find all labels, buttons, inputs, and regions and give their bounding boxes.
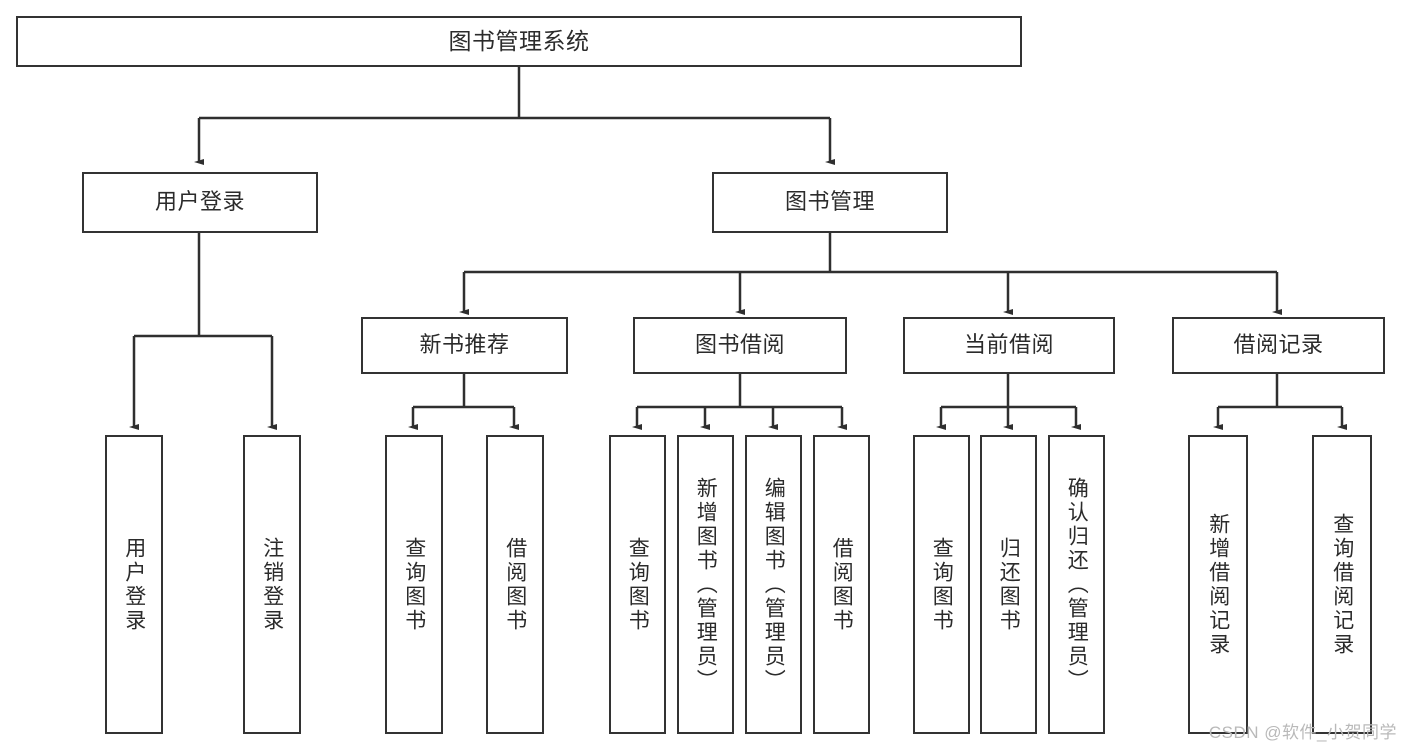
node-label: 用户登录 bbox=[122, 536, 146, 633]
node-label: 查询图书 bbox=[402, 536, 426, 633]
node-user-login[interactable]: 用户登录 bbox=[82, 172, 318, 233]
node-label: 确认归还（管理员） bbox=[1065, 476, 1089, 693]
node-label: 查询图书 bbox=[626, 536, 650, 633]
watermark: CSDN @软件_小贺同学 bbox=[1208, 723, 1397, 742]
node-label: 图书借阅 bbox=[694, 332, 785, 358]
leaf-return-book[interactable]: 归还图书 bbox=[980, 435, 1037, 734]
node-label: 查询借阅记录 bbox=[1330, 512, 1354, 657]
node-label: 编辑图书（管理员） bbox=[762, 476, 786, 693]
leaf-add-borrow-record[interactable]: 新增借阅记录 bbox=[1188, 435, 1248, 734]
node-label: 注销登录 bbox=[260, 536, 284, 633]
node-label: 当前借阅 bbox=[963, 332, 1054, 358]
leaf-query-borrow-record[interactable]: 查询借阅记录 bbox=[1312, 435, 1372, 734]
node-book-management[interactable]: 图书管理 bbox=[712, 172, 948, 233]
leaf-borrow-book[interactable]: 借阅图书 bbox=[813, 435, 870, 734]
node-label: 新书推荐 bbox=[419, 332, 510, 358]
node-label: 图书管理 bbox=[784, 189, 875, 215]
leaf-query-book-recommend[interactable]: 查询图书 bbox=[385, 435, 443, 734]
leaf-add-book-admin[interactable]: 新增图书（管理员） bbox=[677, 435, 734, 734]
leaf-query-book-borrow[interactable]: 查询图书 bbox=[609, 435, 666, 734]
node-label: 借阅图书 bbox=[503, 536, 527, 633]
leaf-logout[interactable]: 注销登录 bbox=[243, 435, 301, 734]
leaf-borrow-book-recommend[interactable]: 借阅图书 bbox=[486, 435, 544, 734]
leaf-user-login[interactable]: 用户登录 bbox=[105, 435, 163, 734]
node-book-borrow[interactable]: 图书借阅 bbox=[633, 317, 847, 374]
node-label: 归还图书 bbox=[997, 536, 1021, 633]
node-label: 新增借阅记录 bbox=[1206, 512, 1230, 657]
node-label: 借阅记录 bbox=[1233, 332, 1324, 358]
node-borrow-record[interactable]: 借阅记录 bbox=[1172, 317, 1385, 374]
node-label: 图书管理系统 bbox=[448, 27, 590, 54]
node-new-book-recommend[interactable]: 新书推荐 bbox=[361, 317, 568, 374]
leaf-query-book-current[interactable]: 查询图书 bbox=[913, 435, 970, 734]
node-current-borrow[interactable]: 当前借阅 bbox=[903, 317, 1115, 374]
leaf-confirm-return-admin[interactable]: 确认归还（管理员） bbox=[1048, 435, 1105, 734]
node-label: 用户登录 bbox=[154, 189, 245, 215]
node-label: 查询图书 bbox=[930, 536, 954, 633]
node-root-system[interactable]: 图书管理系统 bbox=[16, 16, 1022, 67]
node-label: 新增图书（管理员） bbox=[694, 476, 718, 693]
node-label: 借阅图书 bbox=[830, 536, 854, 633]
leaf-edit-book-admin[interactable]: 编辑图书（管理员） bbox=[745, 435, 802, 734]
